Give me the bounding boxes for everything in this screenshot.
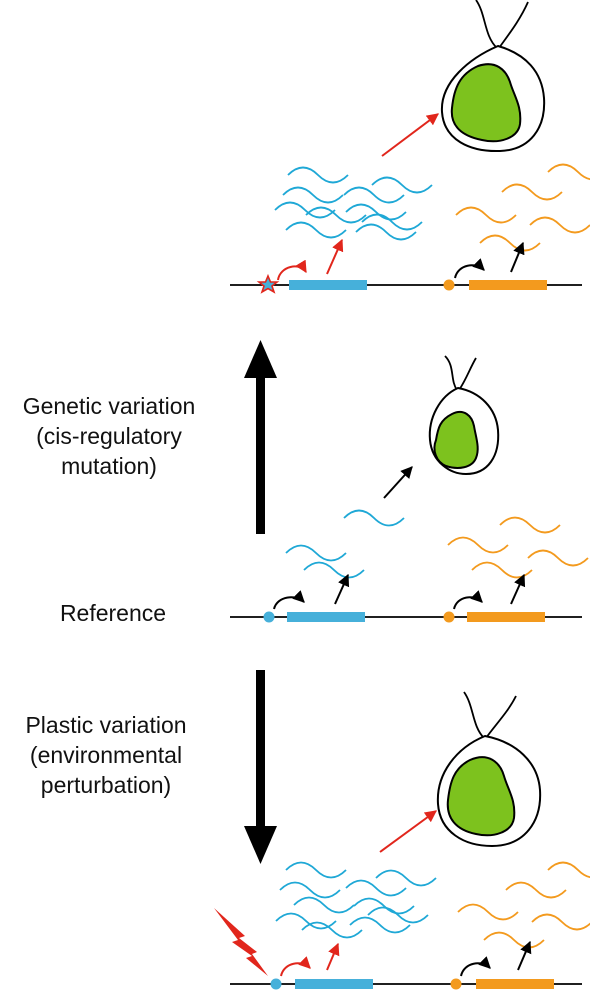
orange-transcripts <box>457 861 590 949</box>
reference-label: Reference <box>59 600 167 626</box>
cell-response-arrow <box>381 113 439 157</box>
orange-promoter <box>443 279 455 291</box>
small-cell-icon <box>428 355 500 476</box>
orange-gene <box>467 612 545 622</box>
large-cell-icon <box>440 0 546 153</box>
orange-start-arrow <box>460 956 491 977</box>
blue-gene <box>289 280 367 290</box>
blue-gene <box>287 612 365 622</box>
plastic-label-line-3: perturbation) <box>40 772 172 798</box>
mutation-star-icon <box>256 273 280 294</box>
orange-start-arrow <box>454 258 485 279</box>
transcription-arrow <box>326 942 340 971</box>
genetic-variation-label: Genetic variation (cis-regulatory mutati… <box>0 391 218 481</box>
blue-transcripts <box>285 509 405 579</box>
orange-gene <box>476 979 554 989</box>
orange-transcripts <box>447 516 589 579</box>
plastic-variation-arrow <box>244 670 277 864</box>
cell-response-arrow <box>379 810 437 853</box>
orange-gene <box>469 280 547 290</box>
plastic-label-line-1: Plastic variation <box>25 712 187 738</box>
transcription-start-arrow <box>273 590 305 610</box>
blue-promoter <box>270 978 282 990</box>
genetic-label-line-3: mutation) <box>61 453 157 479</box>
lightning-bolt-icon <box>214 908 268 976</box>
transcription-arrow <box>326 238 344 275</box>
orange-start-arrow <box>453 590 483 610</box>
genetic-panel <box>230 0 590 294</box>
genetic-variation-arrow <box>244 340 277 534</box>
blue-promoter <box>263 611 275 623</box>
plastic-variation-label: Plastic variation (environmental perturb… <box>0 710 212 800</box>
genetic-label-line-2: (cis-regulatory <box>36 423 182 449</box>
transcription-start-arrow <box>277 259 307 281</box>
orange-transcription-arrow <box>510 573 526 605</box>
orange-promoter <box>450 978 462 990</box>
orange-transcription-arrow <box>517 940 532 971</box>
orange-promoter <box>443 611 455 623</box>
genetic-label-line-1: Genetic variation <box>22 393 196 419</box>
orange-transcription-arrow <box>510 241 525 273</box>
blue-transcripts <box>275 861 437 939</box>
blue-gene <box>295 979 373 989</box>
large-cell-icon <box>436 691 542 848</box>
transcription-arrow <box>334 573 350 605</box>
transcription-start-arrow <box>280 956 311 977</box>
reference-panel <box>230 355 589 623</box>
orange-transcripts <box>455 163 590 252</box>
cell-response-arrow <box>383 466 413 499</box>
plastic-panel <box>214 691 590 990</box>
blue-transcripts <box>274 166 433 241</box>
plastic-label-line-2: (environmental <box>29 742 183 768</box>
